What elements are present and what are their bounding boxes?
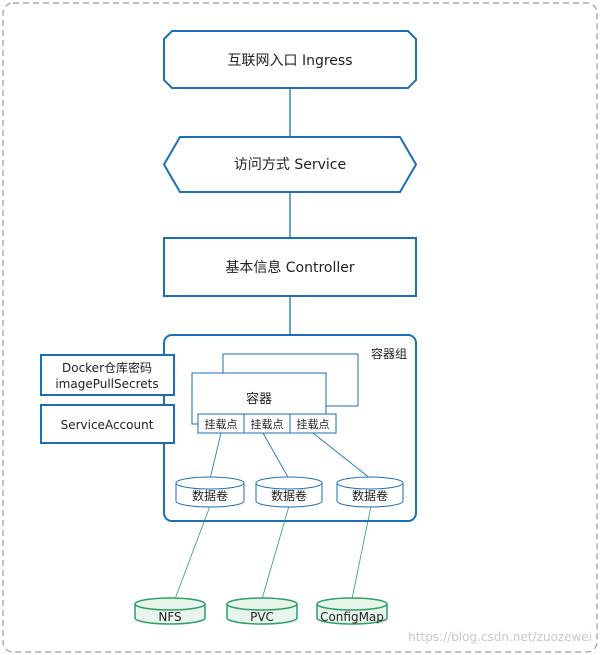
ingress-node (163, 30, 417, 89)
volume-3-label: 数据卷 (352, 488, 388, 503)
storage-configmap-label: ConfigMap (320, 610, 384, 624)
service-account-node (40, 404, 175, 444)
ingress-label: 互联网入口 Ingress (228, 53, 353, 69)
storage-nfs (134, 597, 206, 625)
storage-nfs-label: NFS (158, 610, 181, 624)
service-node (162, 136, 418, 193)
mount-point-2-label: 挂载点 (251, 417, 284, 431)
controller-node (163, 237, 417, 297)
docker-secret-label-line1: Docker仓库密码 (62, 360, 152, 375)
storage-pvc (226, 597, 298, 625)
container-label: 容器 (246, 391, 272, 407)
volume-2-label: 数据卷 (271, 488, 307, 503)
storage-pvc-label: PVC (250, 610, 274, 624)
volume-2 (255, 476, 323, 508)
volume-1-label: 数据卷 (192, 488, 228, 503)
docker-secret-node (40, 354, 175, 396)
link-volume2-pvc (261, 505, 290, 600)
link-mount2-volume2 (262, 432, 290, 480)
storage-configmap (316, 597, 388, 625)
service-label: 访问方式 Service (234, 157, 346, 173)
link-mount1-volume1 (209, 432, 222, 480)
controller-label: 基本信息 Controller (225, 259, 355, 276)
docker-secret-label-line2: imagePullSecrets (55, 377, 158, 391)
watermark-text: https://blog.csdn.net/zuozewei (408, 630, 592, 644)
pod-group-label: 容器组 (371, 346, 407, 361)
mount-point-3-label: 挂载点 (297, 417, 330, 431)
link-volume3-configmap (351, 505, 372, 600)
link-mount3-volume3 (312, 432, 372, 480)
volume-1 (175, 476, 245, 508)
link-volume1-nfs (174, 505, 211, 600)
volume-3 (336, 476, 404, 508)
service-account-label: ServiceAccount (61, 418, 154, 432)
mount-point-1-label: 挂载点 (205, 417, 238, 431)
